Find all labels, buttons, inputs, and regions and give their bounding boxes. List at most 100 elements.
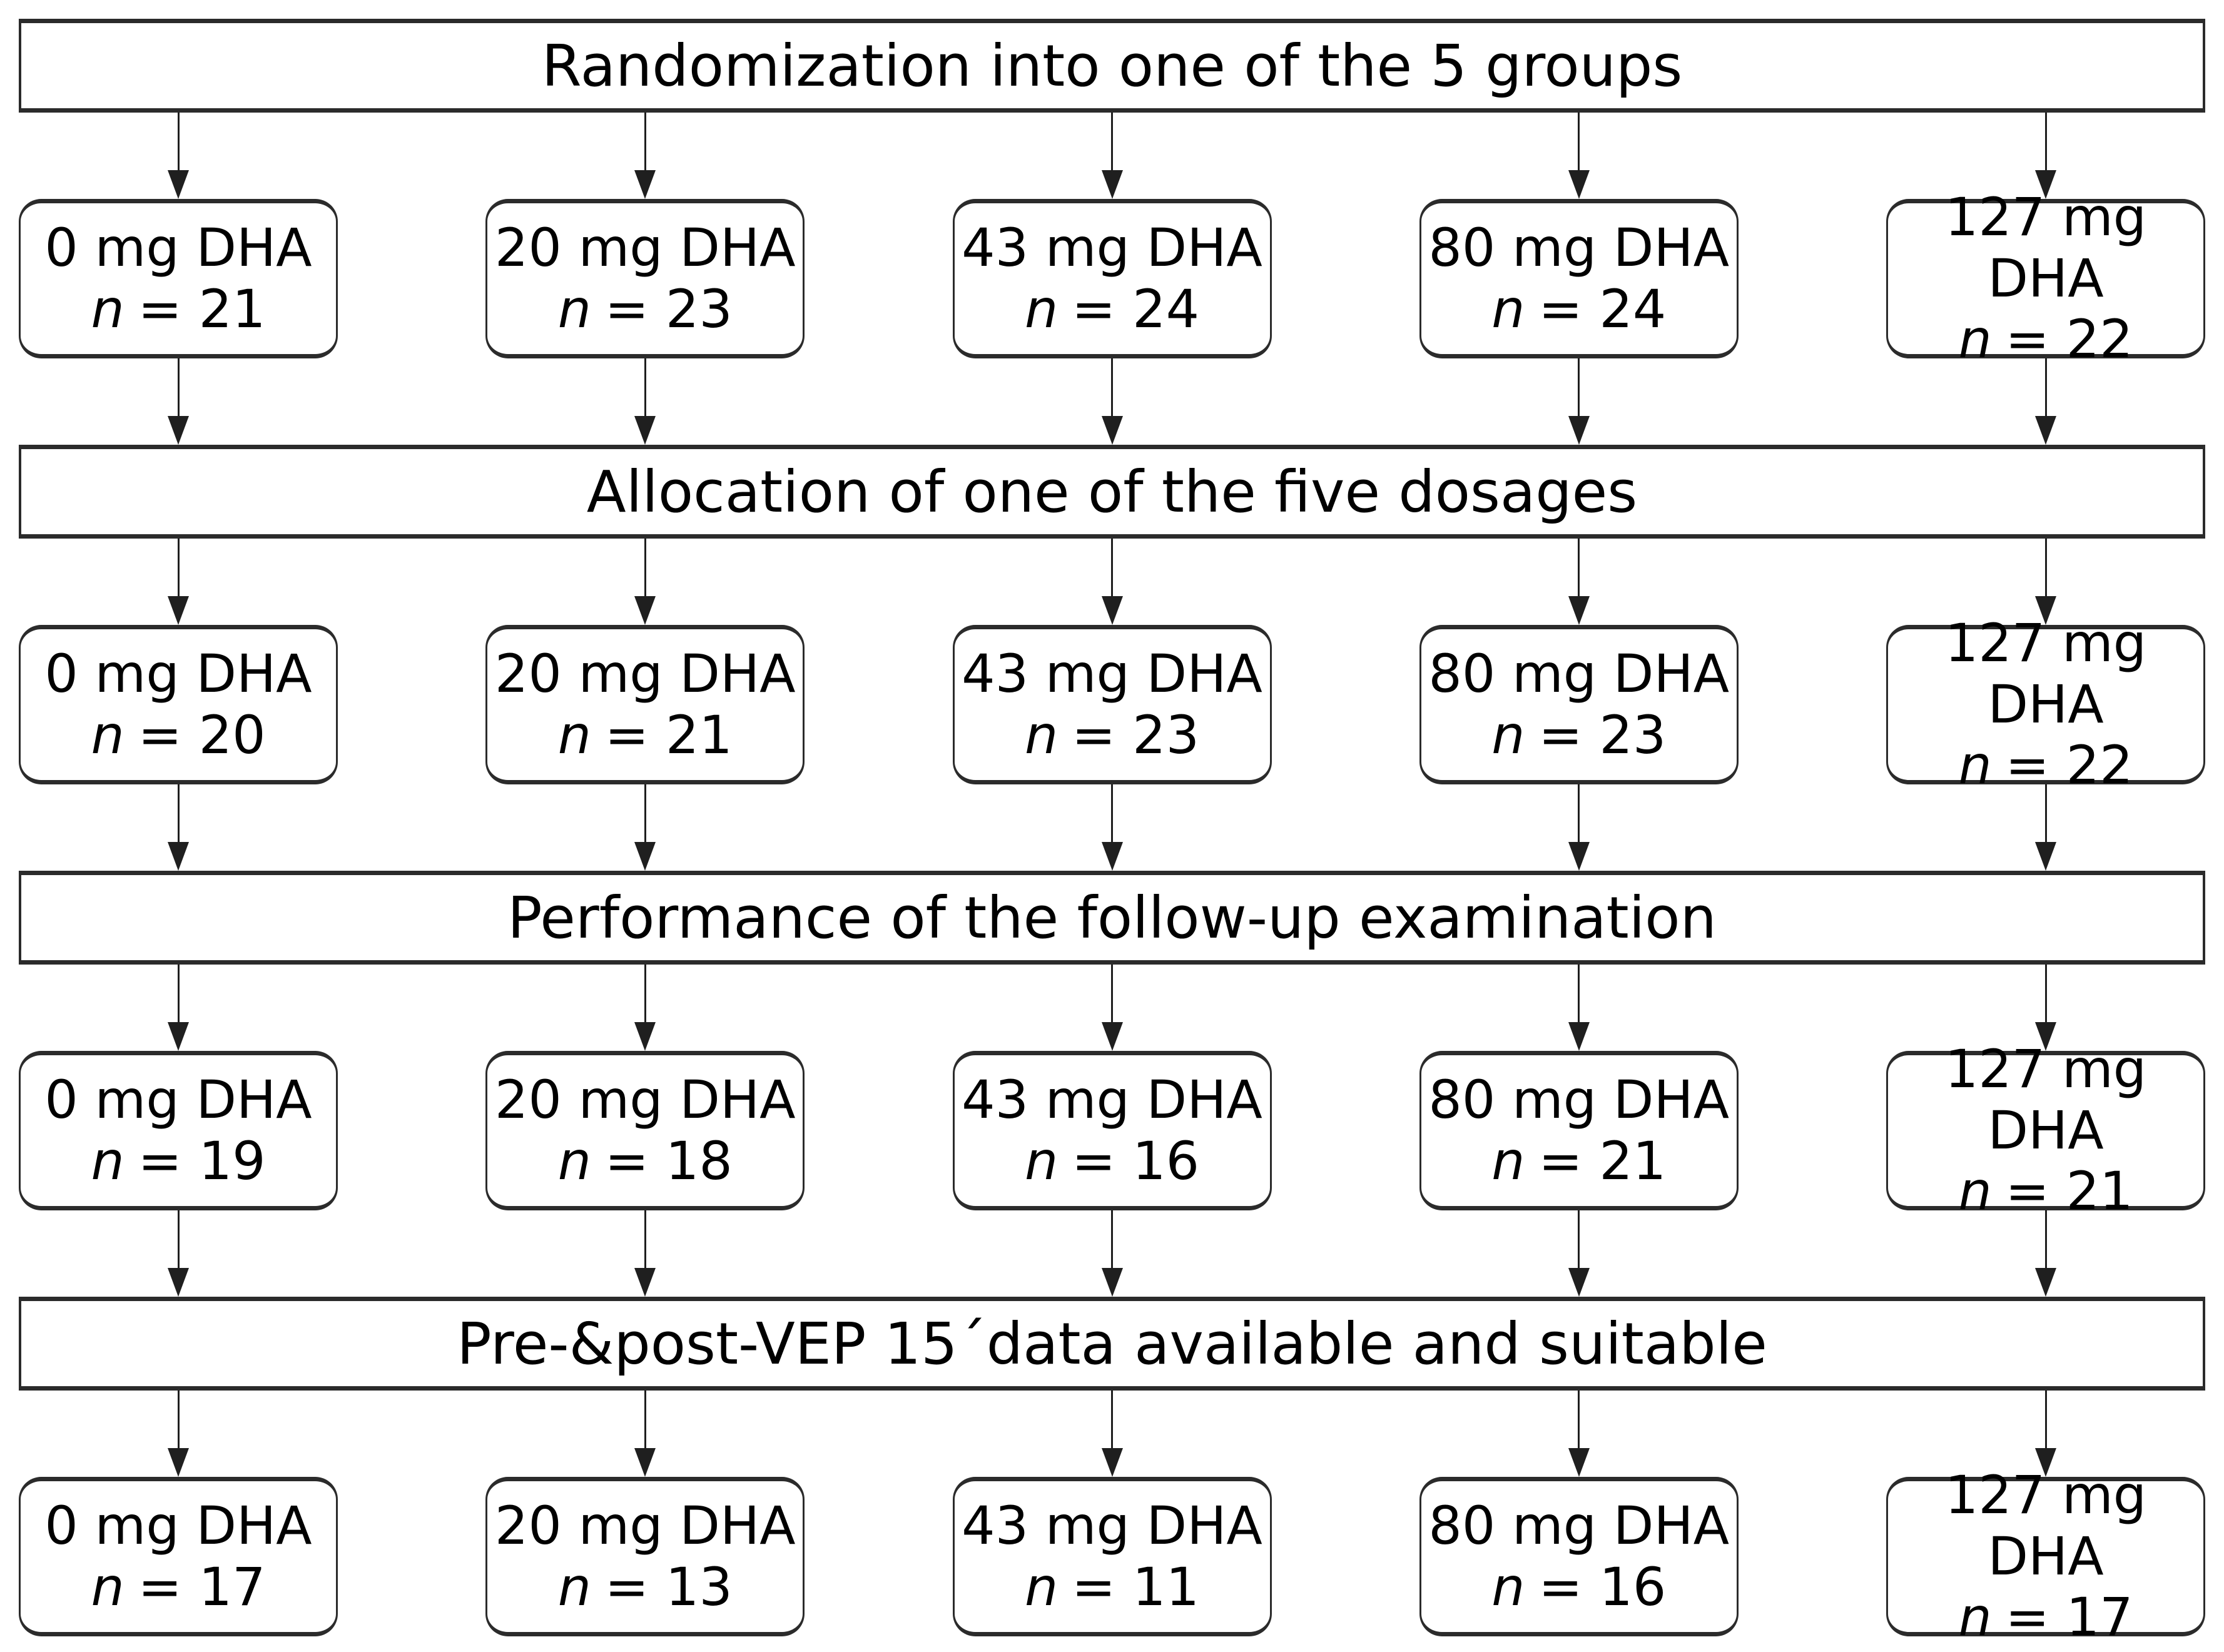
dose-box: 43 mg DHA n= 16 [952,1051,1272,1210]
down-arrow-icon [2035,784,2056,871]
n-count: n= 21 [1491,1130,1667,1192]
dose-label: 20 mg DHA [494,217,796,279]
n-count: n= 23 [557,278,733,340]
down-arrow-icon [634,1391,656,1477]
down-arrow-icon [2035,358,2056,445]
dose-label: 127 mg DHA [1944,612,2147,735]
box-row-followed-up: 0 mg DHA n= 19 20 mg DHA n= 18 43 mg DHA… [19,1039,2205,1222]
down-arrow-icon [168,965,189,1051]
banner-label: Randomization into one of the 5 groups [541,32,1683,99]
down-arrow-icon [168,1391,189,1477]
arrow-row [19,539,2205,625]
dose-box: 127 mg DHA n= 22 [1886,613,2205,796]
n-count: n= 23 [1491,704,1667,766]
dose-box: 43 mg DHA n= 11 [952,1477,1272,1636]
dose-label: 43 mg DHA [962,1069,1262,1131]
dose-box: 0 mg DHA n= 17 [19,1477,338,1636]
dose-label: 127 mg DHA [1944,1038,2147,1161]
dose-box: 20 mg DHA n= 18 [485,1051,805,1210]
banner-vep-data-available: Pre-&post-VEP 15´data available and suit… [19,1297,2205,1391]
dose-box: 80 mg DHA n= 21 [1419,1051,1739,1210]
n-count: n= 22 [1958,308,2133,370]
dose-box: 20 mg DHA n= 13 [485,1477,805,1636]
down-arrow-icon [2035,1210,2056,1297]
dose-label: 127 mg DHA [1944,186,2147,309]
down-arrow-icon [1101,358,1123,445]
dose-label: 127 mg DHA [1944,1464,2147,1587]
down-arrow-icon [168,113,189,199]
dose-label: 20 mg DHA [494,1069,796,1131]
down-arrow-icon [1568,113,1590,199]
down-arrow-icon [2035,965,2056,1051]
down-arrow-icon [634,784,656,871]
n-count: n= 22 [1958,734,2133,796]
n-count: n= 16 [1024,1130,1200,1192]
dose-label: 80 mg DHA [1428,217,1730,279]
n-count: n= 17 [1958,1586,2133,1648]
n-count: n= 24 [1024,278,1200,340]
dose-box: 43 mg DHA n= 24 [952,199,1272,358]
dose-box: 0 mg DHA n= 20 [19,625,338,784]
banner-label: Allocation of one of the five dosages [586,458,1638,525]
dose-box: 127 mg DHA n= 22 [1886,187,2205,370]
n-count: n= 24 [1491,278,1667,340]
down-arrow-icon [2035,1391,2056,1477]
box-row-allocated: 0 mg DHA n= 20 20 mg DHA n= 21 43 mg DHA… [19,613,2205,796]
n-count: n= 23 [1024,704,1200,766]
down-arrow-icon [1101,539,1123,625]
dose-box: 20 mg DHA n= 23 [485,199,805,358]
down-arrow-icon [1568,1391,1590,1477]
down-arrow-icon [634,965,656,1051]
down-arrow-icon [1568,358,1590,445]
dose-label: 80 mg DHA [1428,1069,1730,1131]
dose-label: 43 mg DHA [962,1495,1262,1557]
down-arrow-icon [2035,539,2056,625]
banner-label: Performance of the follow-up examination [507,884,1717,951]
banner-label: Pre-&post-VEP 15´data available and suit… [457,1310,1767,1377]
n-count: n= 18 [557,1130,733,1192]
dose-label: 43 mg DHA [962,217,1262,279]
down-arrow-icon [1101,113,1123,199]
down-arrow-icon [168,784,189,871]
down-arrow-icon [1568,539,1590,625]
arrow-row [19,1391,2205,1477]
arrow-row [19,358,2205,445]
dose-label: 0 mg DHA [44,1495,312,1557]
down-arrow-icon [634,1210,656,1297]
dose-box: 80 mg DHA n= 23 [1419,625,1739,784]
arrow-row [19,784,2205,871]
n-count: n= 21 [1958,1160,2133,1222]
banner-follow-up-examination: Performance of the follow-up examination [19,871,2205,965]
down-arrow-icon [1101,965,1123,1051]
box-row-analyzed: 0 mg DHA n= 17 20 mg DHA n= 13 43 mg DHA… [19,1465,2205,1648]
dose-box: 43 mg DHA n= 23 [952,625,1272,784]
n-count: n= 11 [1024,1556,1200,1618]
dose-box: 127 mg DHA n= 21 [1886,1039,2205,1222]
n-count: n= 20 [91,704,266,766]
dose-label: 0 mg DHA [44,643,312,705]
n-count: n= 21 [91,278,266,340]
down-arrow-icon [1568,784,1590,871]
n-count: n= 21 [557,704,733,766]
arrow-row [19,965,2205,1051]
arrow-row [19,1210,2205,1297]
down-arrow-icon [634,113,656,199]
down-arrow-icon [168,358,189,445]
box-row-randomized: 0 mg DHA n= 21 20 mg DHA n= 23 43 mg DHA… [19,187,2205,370]
banner-allocation: Allocation of one of the five dosages [19,445,2205,539]
down-arrow-icon [168,539,189,625]
dose-label: 20 mg DHA [494,643,796,705]
dose-label: 80 mg DHA [1428,1495,1730,1557]
arrow-row [19,113,2205,199]
dose-box: 80 mg DHA n= 24 [1419,199,1739,358]
dose-box: 80 mg DHA n= 16 [1419,1477,1739,1636]
n-count: n= 17 [91,1556,266,1618]
banner-randomization: Randomization into one of the 5 groups [19,19,2205,113]
down-arrow-icon [1568,965,1590,1051]
dose-label: 0 mg DHA [44,1069,312,1131]
n-count: n= 16 [1491,1556,1667,1618]
n-count: n= 13 [557,1556,733,1618]
down-arrow-icon [634,358,656,445]
down-arrow-icon [2035,113,2056,199]
